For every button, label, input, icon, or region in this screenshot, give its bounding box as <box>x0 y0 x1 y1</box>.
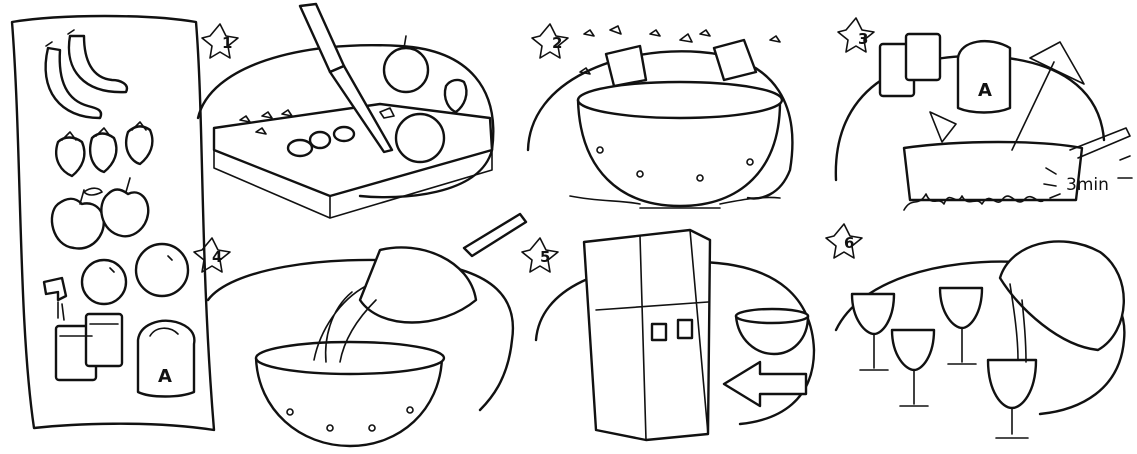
panel-6-serve: 6 <box>826 224 1124 438</box>
cook-time-label: 3min <box>1066 175 1109 195</box>
glasses-icon <box>852 288 1036 438</box>
panel-3-cook: 3 A 3min <box>836 18 1132 210</box>
panel-4-pour: 4 <box>194 214 526 446</box>
jar-a-icon: A <box>138 321 194 397</box>
panel-5-fridge: 5 <box>522 230 814 440</box>
jar-label: A <box>158 366 172 387</box>
panel-1-chop: 1 <box>198 4 493 218</box>
panel-2-bowl: 2 <box>528 24 792 208</box>
bananas-icon <box>46 30 127 118</box>
apples-icon <box>52 178 148 248</box>
step-number-3: 3 <box>858 30 868 48</box>
jar-label-2: A <box>978 80 992 101</box>
strawberries-icon <box>56 122 152 176</box>
ingredients-panel: A <box>12 16 214 430</box>
oranges-icon <box>82 244 188 304</box>
